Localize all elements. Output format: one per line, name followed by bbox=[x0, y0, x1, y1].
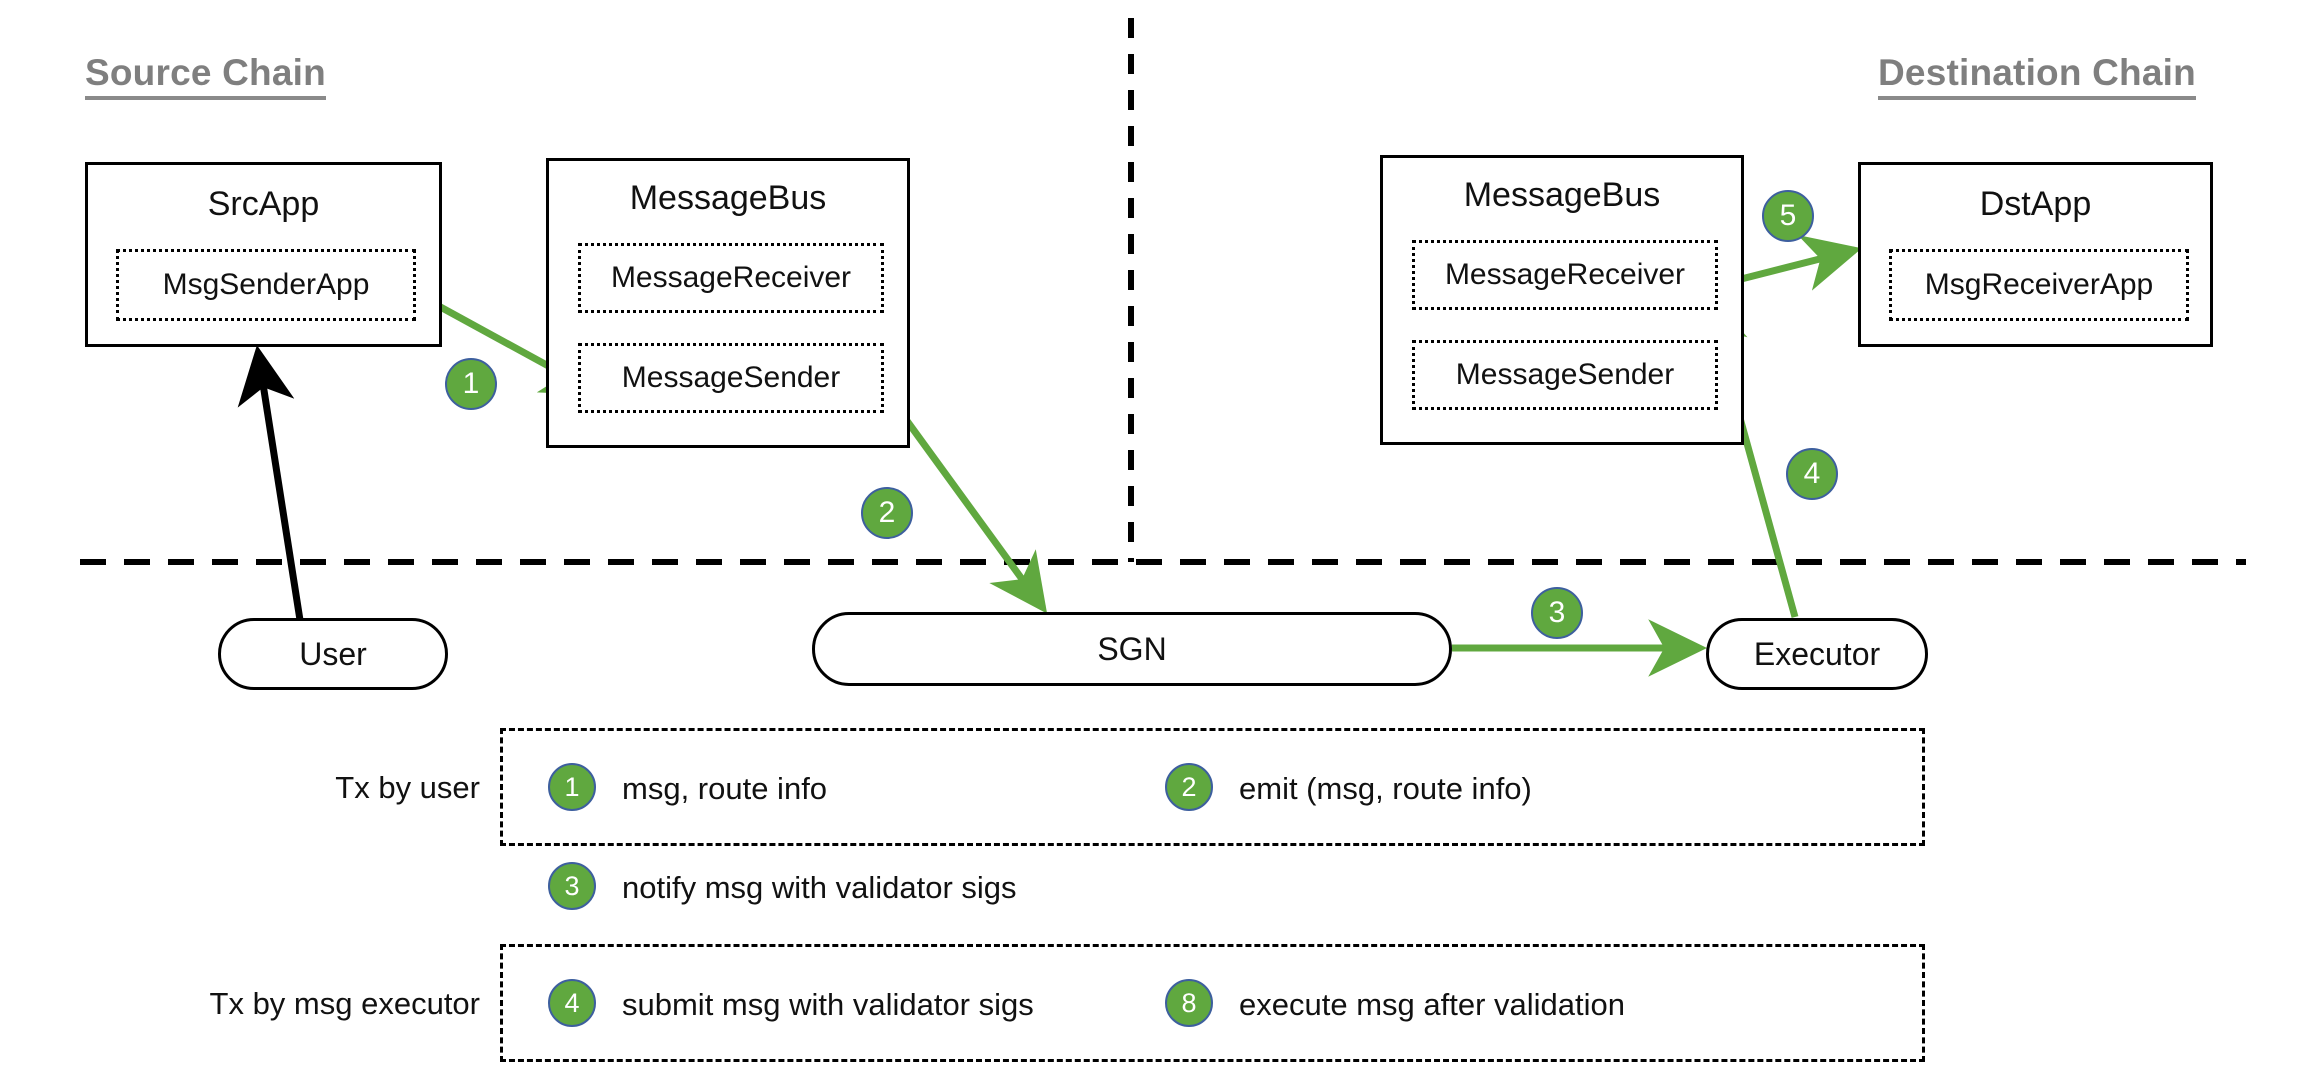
src-messagebus-messagereceiver[interactable]: MessageReceiver bbox=[578, 243, 884, 313]
dst-messagebus-messagesender[interactable]: MessageSender bbox=[1412, 340, 1718, 410]
flow-badge-2[interactable]: 2 bbox=[861, 487, 913, 539]
node-dst-messagebus[interactable]: MessageBus MessageReceiver MessageSender bbox=[1380, 155, 1744, 445]
legend-text-3: notify msg with validator sigs bbox=[622, 870, 1017, 905]
legend-text-4: submit msg with validator sigs bbox=[622, 987, 1034, 1022]
node-src-messagebus[interactable]: MessageBus MessageReceiver MessageSender bbox=[546, 158, 910, 448]
legend-label-tx-by-msg-executor: Tx by msg executor bbox=[209, 986, 480, 1021]
flow-badge-3[interactable]: 3 bbox=[1531, 587, 1583, 639]
legend-badge-3: 3 bbox=[548, 862, 596, 910]
node-sgn[interactable]: SGN bbox=[812, 612, 1452, 686]
dstapp-msgreceiverapp[interactable]: MsgReceiverApp bbox=[1889, 249, 2189, 321]
node-user[interactable]: User bbox=[218, 618, 448, 690]
flow-badge-4[interactable]: 4 bbox=[1786, 448, 1838, 500]
legend-badge-1: 1 bbox=[548, 763, 596, 811]
legend-text-2: emit (msg, route info) bbox=[1239, 771, 1532, 806]
arrow-user-to-srcapp bbox=[237, 345, 304, 621]
node-srcapp[interactable]: SrcApp MsgSenderApp bbox=[85, 162, 442, 347]
arrow-2-messagesender-to-sgn bbox=[883, 389, 1048, 614]
legend-text-8: execute msg after validation bbox=[1239, 987, 1625, 1022]
destination-chain-title: Destination Chain bbox=[1878, 54, 2196, 100]
dstapp-title: DstApp bbox=[1979, 185, 2092, 223]
src-messagebus-title: MessageBus bbox=[629, 179, 827, 217]
src-messagebus-messagesender[interactable]: MessageSender bbox=[578, 343, 884, 413]
srcapp-title: SrcApp bbox=[207, 185, 320, 223]
legend-badge-4: 4 bbox=[548, 979, 596, 1027]
source-chain-title: Source Chain bbox=[85, 54, 326, 100]
legend-text-1: msg, route info bbox=[622, 771, 828, 806]
legend-box-tx-by-msg-executor bbox=[500, 944, 1925, 1062]
flow-badge-1[interactable]: 1 bbox=[445, 358, 497, 410]
node-executor[interactable]: Executor bbox=[1706, 618, 1928, 690]
legend-badge-2: 2 bbox=[1165, 763, 1213, 811]
srcapp-msgsenderapp[interactable]: MsgSenderApp bbox=[116, 249, 416, 321]
dst-messagebus-title: MessageBus bbox=[1463, 176, 1661, 214]
legend-label-tx-by-user: Tx by user bbox=[335, 770, 480, 805]
legend-box-tx-by-user bbox=[500, 728, 1925, 846]
legend-badge-8: 8 bbox=[1165, 979, 1213, 1027]
dst-messagebus-messagereceiver[interactable]: MessageReceiver bbox=[1412, 240, 1718, 310]
node-dstapp[interactable]: DstApp MsgReceiverApp bbox=[1858, 162, 2213, 347]
flow-badge-5[interactable]: 5 bbox=[1762, 190, 1814, 242]
